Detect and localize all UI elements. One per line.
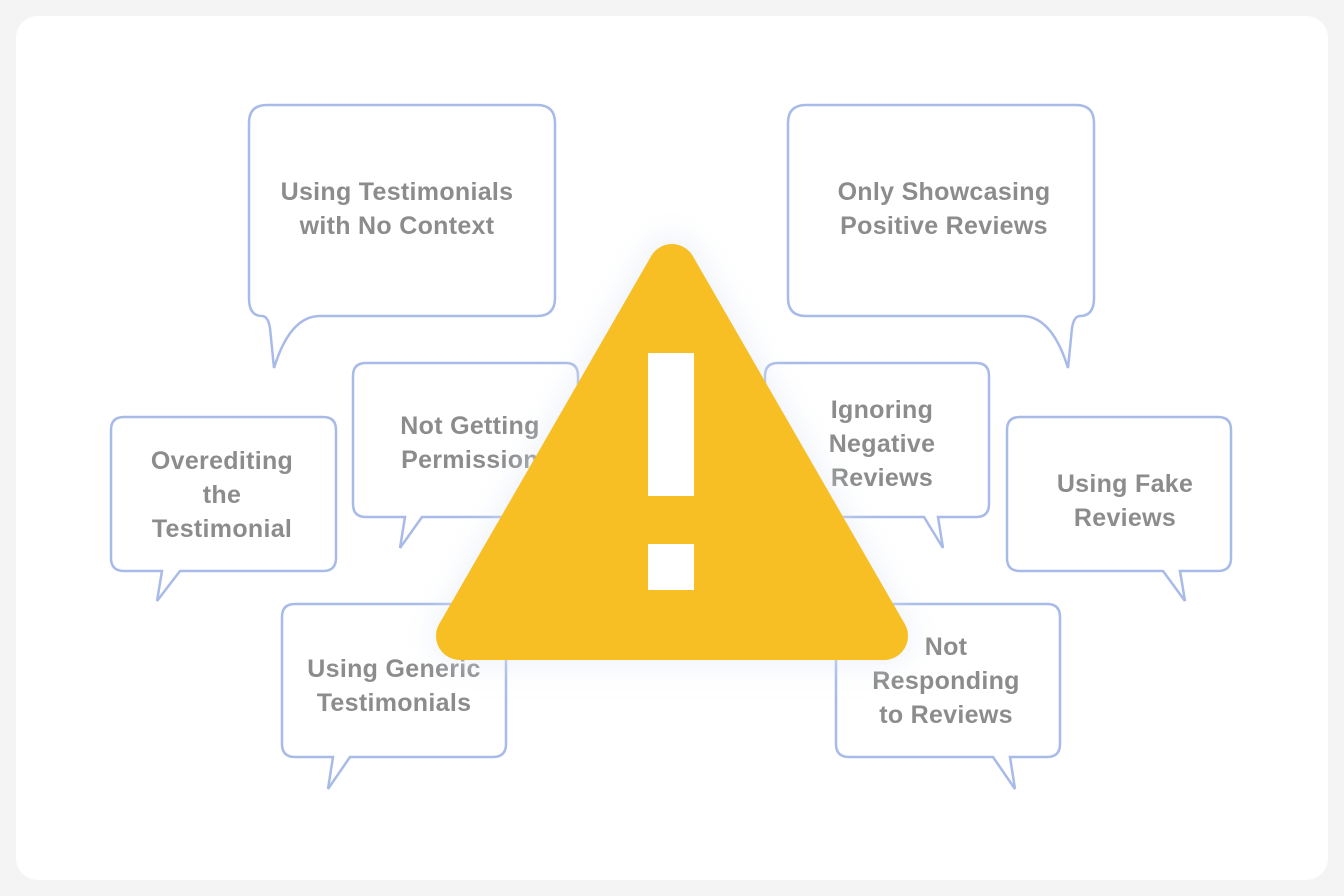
bubble-text-4: Not Getting Permission	[400, 412, 540, 474]
bubble-text-8: Not Responding to Reviews	[872, 633, 1020, 729]
bubble-text-2: Only Showcasing Positive Reviews	[837, 178, 1051, 240]
speech-bubble-6	[1005, 415, 1233, 602]
bubble-text-6: Using Fake Reviews	[1056, 470, 1194, 532]
bubble-text-7: Using Generic Testimonials	[307, 655, 481, 717]
speech-bubble-2	[786, 103, 1096, 369]
bubble-text-1: Using Testimonials with No Context	[280, 178, 514, 240]
bubble-text-3: Overediting the Testimonial	[150, 447, 294, 543]
speech-bubble-3	[109, 415, 338, 602]
speech-bubble-1	[247, 103, 557, 369]
exclamation-dot	[648, 544, 694, 590]
bubble-text-5: Ignoring Negative Reviews	[828, 396, 936, 492]
exclamation-bar	[648, 353, 694, 496]
